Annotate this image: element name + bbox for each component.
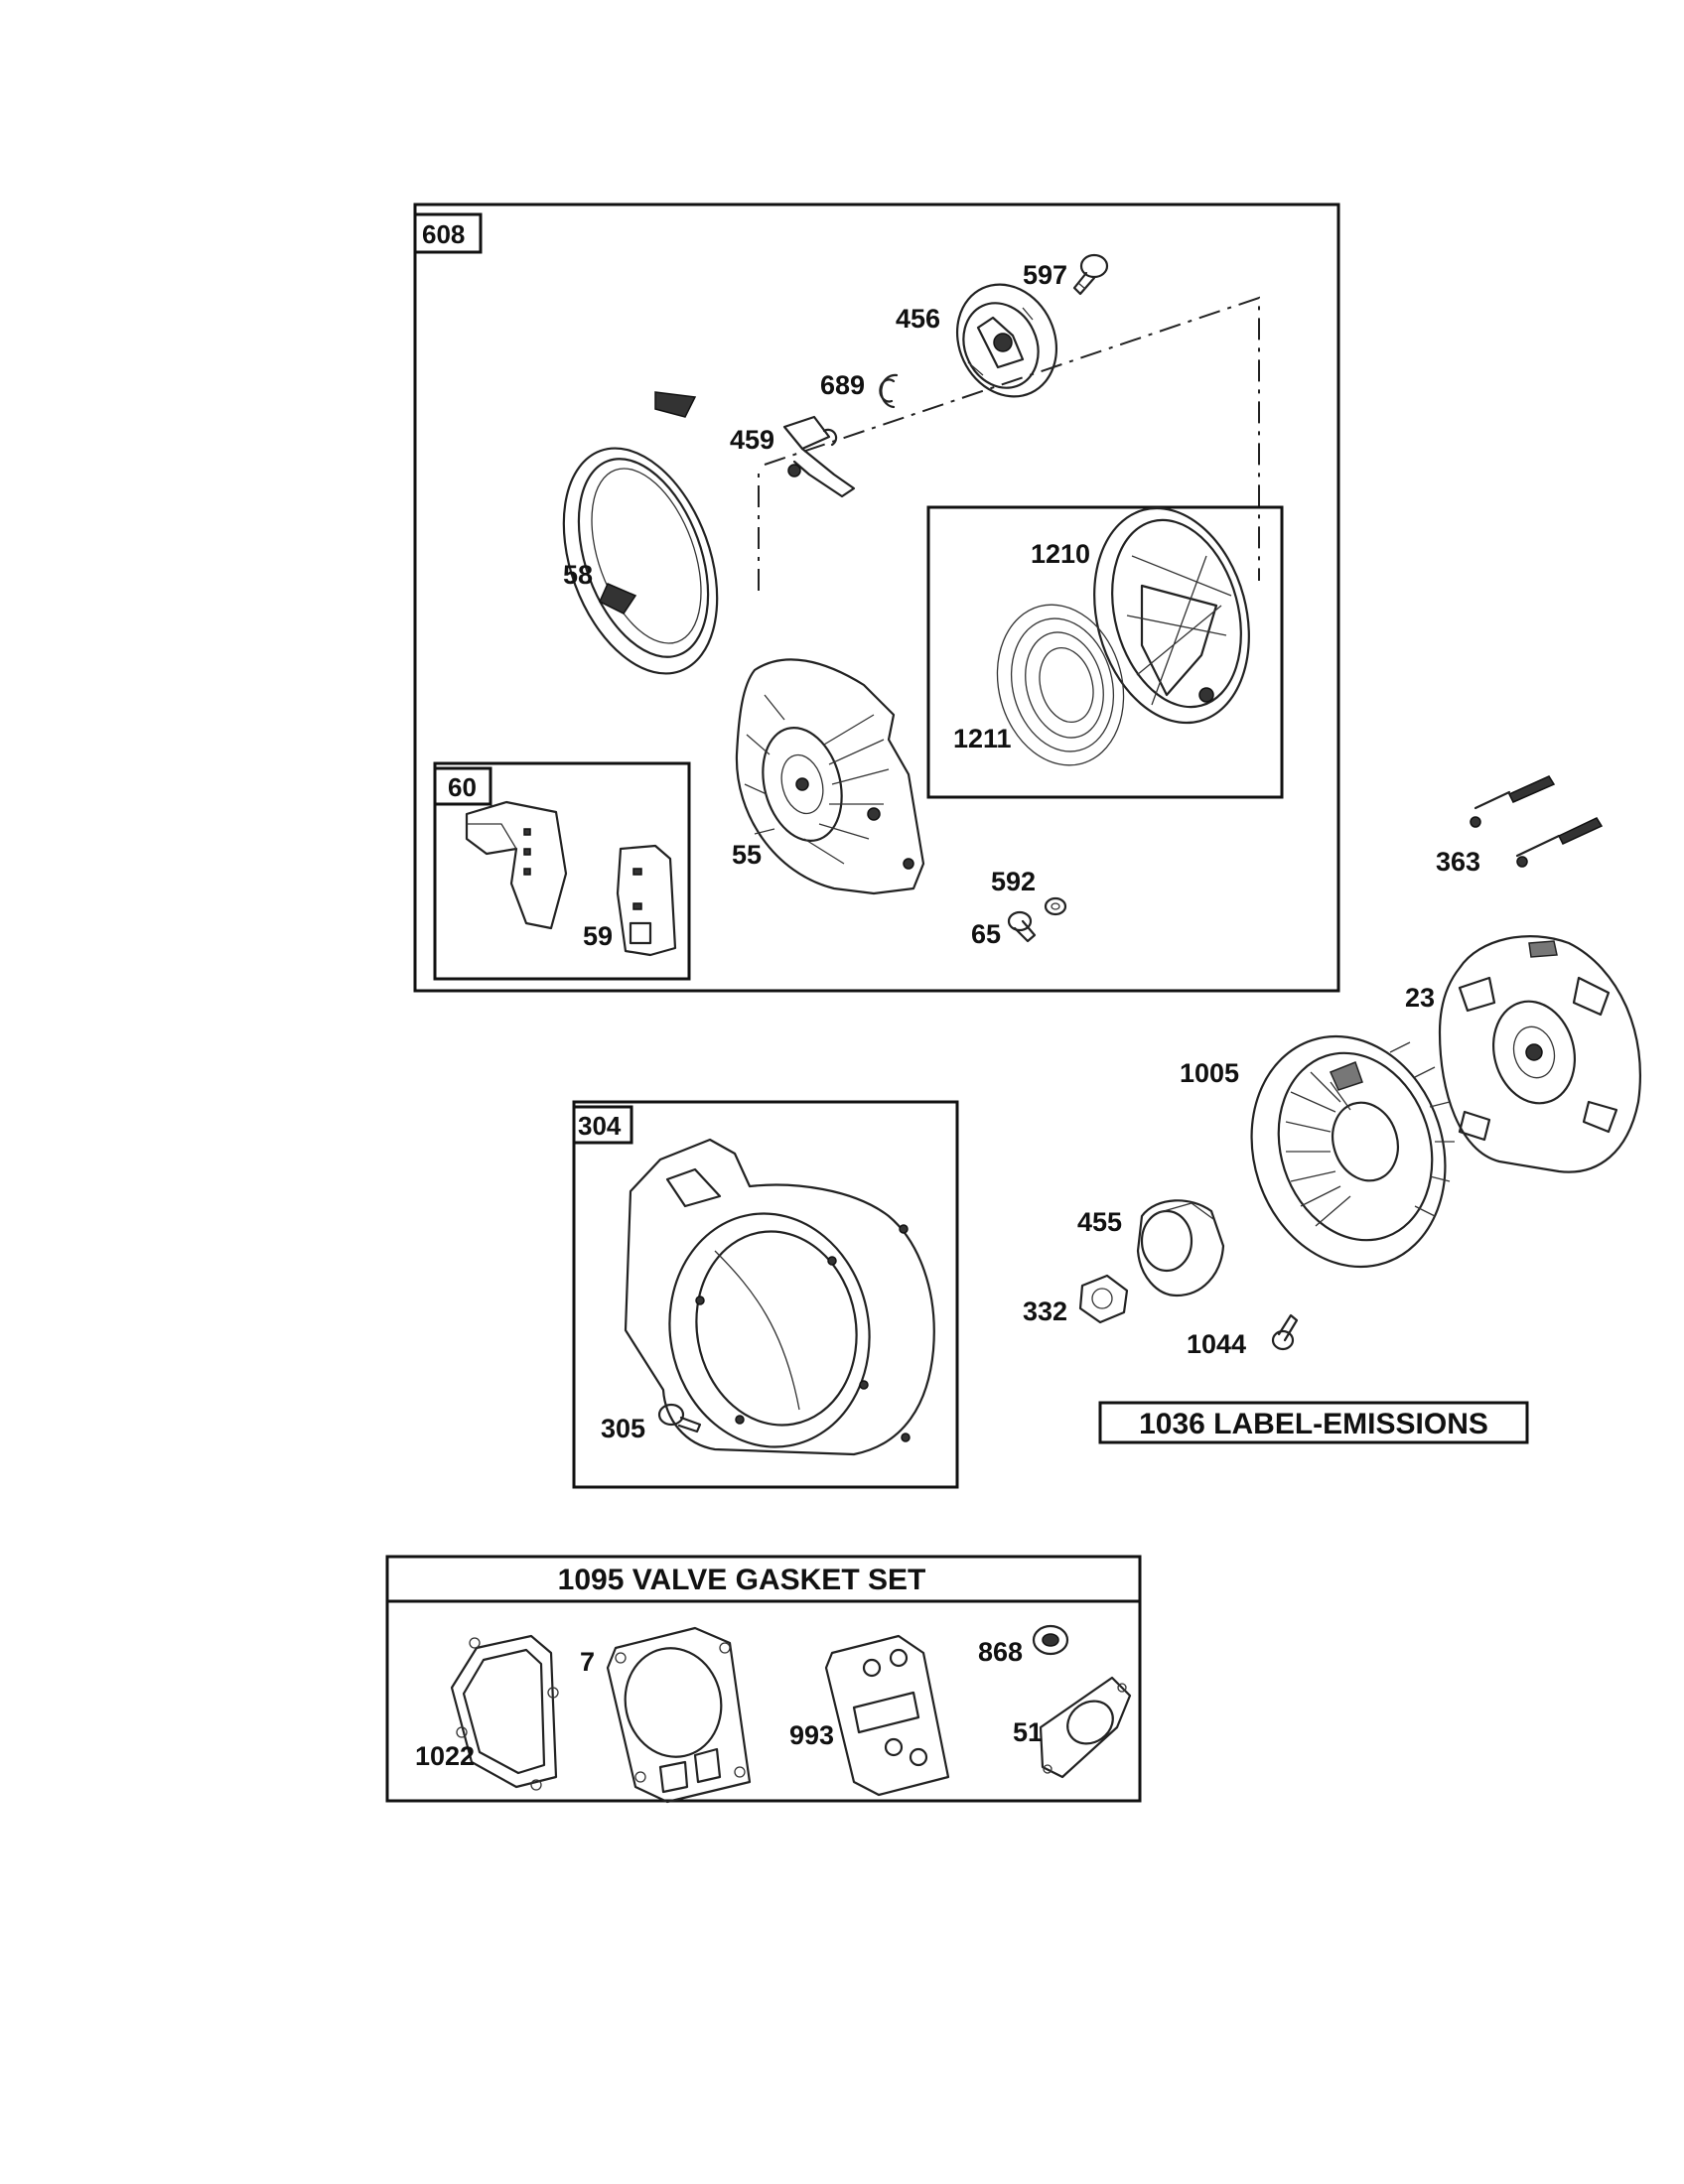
group-1095-title: 1095 VALVE GASKET SET [558, 1564, 926, 1596]
callout-23: 23 [1405, 983, 1435, 1013]
callout-459: 459 [730, 425, 774, 455]
part-993-gasket[interactable] [824, 1634, 950, 1797]
callout-363: 363 [1436, 847, 1480, 877]
part-597-screw[interactable] [1072, 253, 1109, 296]
part-455-cup[interactable] [1136, 1199, 1225, 1297]
callout-689: 689 [820, 370, 865, 400]
callout-59: 59 [583, 921, 613, 951]
group-1036-label-emissions: 1036 LABEL-EMISSIONS [1098, 1401, 1529, 1444]
part-60-handle[interactable] [465, 800, 568, 930]
callout-993: 993 [789, 1720, 834, 1750]
group-304-frame [572, 1100, 959, 1489]
callout-1210: 1210 [1031, 539, 1090, 569]
callout-592: 592 [991, 867, 1036, 896]
callout-332: 332 [1023, 1297, 1067, 1326]
callout-7: 7 [580, 1647, 595, 1677]
callout-1022: 1022 [415, 1741, 475, 1771]
callout-868: 868 [978, 1637, 1023, 1667]
callout-456: 456 [896, 304, 940, 334]
part-1211-spring[interactable] [980, 591, 1141, 780]
part-59-insert[interactable] [616, 844, 677, 957]
part-304-blower-housing[interactable] [624, 1138, 935, 1463]
callout-51: 51 [1013, 1717, 1043, 1747]
group-608-frame [413, 203, 1340, 993]
group-1095-valve-gasket-set: 1095 VALVE GASKET SET [385, 1555, 1142, 1803]
part-1022-gasket[interactable] [450, 1634, 559, 1791]
part-58-ring-gear[interactable] [535, 391, 746, 695]
callout-1211: 1211 [953, 724, 1012, 753]
part-363-studs[interactable] [1470, 775, 1604, 868]
group-60: 60 [433, 761, 691, 981]
part-1210-pulley[interactable] [1071, 490, 1272, 740]
assembly-line [758, 296, 1260, 591]
group-608-tag-box [413, 212, 483, 254]
part-689-ring[interactable] [879, 373, 899, 409]
group-1036-title: 1036 LABEL-EMISSIONS [1139, 1408, 1488, 1440]
part-23-flywheel-plate[interactable] [1438, 935, 1642, 1173]
rewind-spring-inset-frame [926, 505, 1284, 799]
group-60-tag: 60 [448, 772, 477, 802]
part-1044-bolt[interactable] [1271, 1313, 1299, 1351]
callout-455: 455 [1077, 1207, 1122, 1237]
group-608: 608 [413, 203, 1340, 993]
part-7-head-gasket[interactable] [606, 1626, 752, 1804]
part-332-nut[interactable] [1078, 1274, 1129, 1324]
part-305-screw[interactable] [657, 1403, 702, 1433]
part-55-starter-housing[interactable] [735, 658, 925, 895]
callout-58: 58 [563, 560, 593, 590]
callout-305: 305 [601, 1414, 645, 1443]
group-1036-frame [1098, 1401, 1529, 1444]
callout-55: 55 [732, 840, 762, 870]
part-592-washer[interactable] [1044, 896, 1067, 916]
group-608-tag: 608 [422, 219, 465, 249]
part-1005-flywheel[interactable] [1222, 1011, 1474, 1292]
group-60-tag-box [433, 766, 492, 806]
group-1095-frame [385, 1555, 1142, 1803]
group-304-tag: 304 [578, 1111, 622, 1141]
part-65-screw[interactable] [1007, 910, 1037, 943]
group-60-frame [433, 761, 691, 981]
part-868-seal[interactable] [1032, 1624, 1069, 1656]
callout-597: 597 [1023, 260, 1067, 290]
callout-1044: 1044 [1187, 1329, 1246, 1359]
group-304-tag-box [572, 1105, 633, 1145]
callout-65: 65 [971, 919, 1001, 949]
part-456-cup[interactable] [939, 268, 1074, 413]
group-304: 304 [572, 1100, 959, 1489]
callout-1005: 1005 [1180, 1058, 1239, 1088]
part-459-pawl[interactable] [782, 415, 856, 498]
part-51-gasket[interactable] [1039, 1676, 1132, 1779]
